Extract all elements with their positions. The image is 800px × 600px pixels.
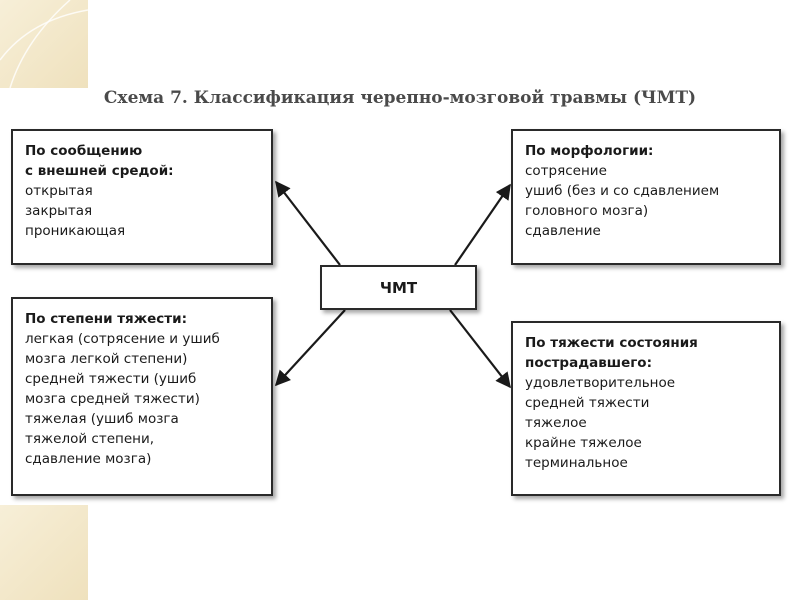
- central-node-tbi: ЧМТ: [320, 265, 477, 310]
- arrow-to-condition: [449, 309, 511, 389]
- list-item: сдавление: [525, 223, 601, 239]
- decorative-corner-top: [0, 0, 88, 88]
- list-item: сотрясение: [525, 163, 607, 179]
- box-heading: с внешней средой:: [25, 163, 174, 179]
- list-item: сдавление мозга): [25, 451, 152, 467]
- decorative-corner-bottom: [0, 505, 88, 600]
- box-by-external-contact: По сообщению с внешней средой: открытая …: [11, 129, 273, 265]
- list-item: крайне тяжелое: [525, 435, 642, 451]
- list-item: средней тяжести (ушиб: [25, 371, 197, 387]
- arrow-to-contact: [275, 180, 341, 266]
- list-item: тяжелой степени,: [25, 431, 155, 447]
- box-heading: пострадавшего:: [525, 355, 652, 371]
- list-item: головного мозга): [525, 203, 649, 219]
- arrow-to-severity: [274, 309, 346, 387]
- list-item: мозга средней тяжести): [25, 391, 200, 407]
- list-item: закрытая: [25, 203, 93, 219]
- list-item: мозга легкой степени): [25, 351, 188, 367]
- box-heading: По сообщению: [25, 143, 143, 159]
- list-item: средней тяжести: [525, 395, 650, 411]
- list-item: проникающая: [25, 223, 126, 239]
- box-heading: По тяжести состояния: [525, 335, 698, 351]
- box-by-patient-condition: По тяжести состояния пострадавшего: удов…: [511, 321, 781, 496]
- list-item: терминальное: [525, 455, 628, 471]
- arrow-to-morphology: [454, 183, 511, 266]
- list-item: ушиб (без и со сдавлением: [525, 183, 720, 199]
- list-item: тяжелая (ушиб мозга: [25, 411, 179, 427]
- list-item: открытая: [25, 183, 93, 199]
- box-by-severity: По степени тяжести: легкая (сотрясение и…: [11, 297, 273, 496]
- diagram-title: Схема 7. Классификация черепно-мозговой …: [103, 88, 697, 108]
- box-heading: По степени тяжести:: [25, 311, 187, 327]
- box-heading: По морфологии:: [525, 143, 654, 159]
- list-item: легкая (сотрясение и ушиб: [25, 331, 220, 347]
- list-item: тяжелое: [525, 415, 587, 431]
- box-by-morphology: По морфологии: сотрясение ушиб (без и со…: [511, 129, 781, 265]
- list-item: удовлетворительное: [525, 375, 676, 391]
